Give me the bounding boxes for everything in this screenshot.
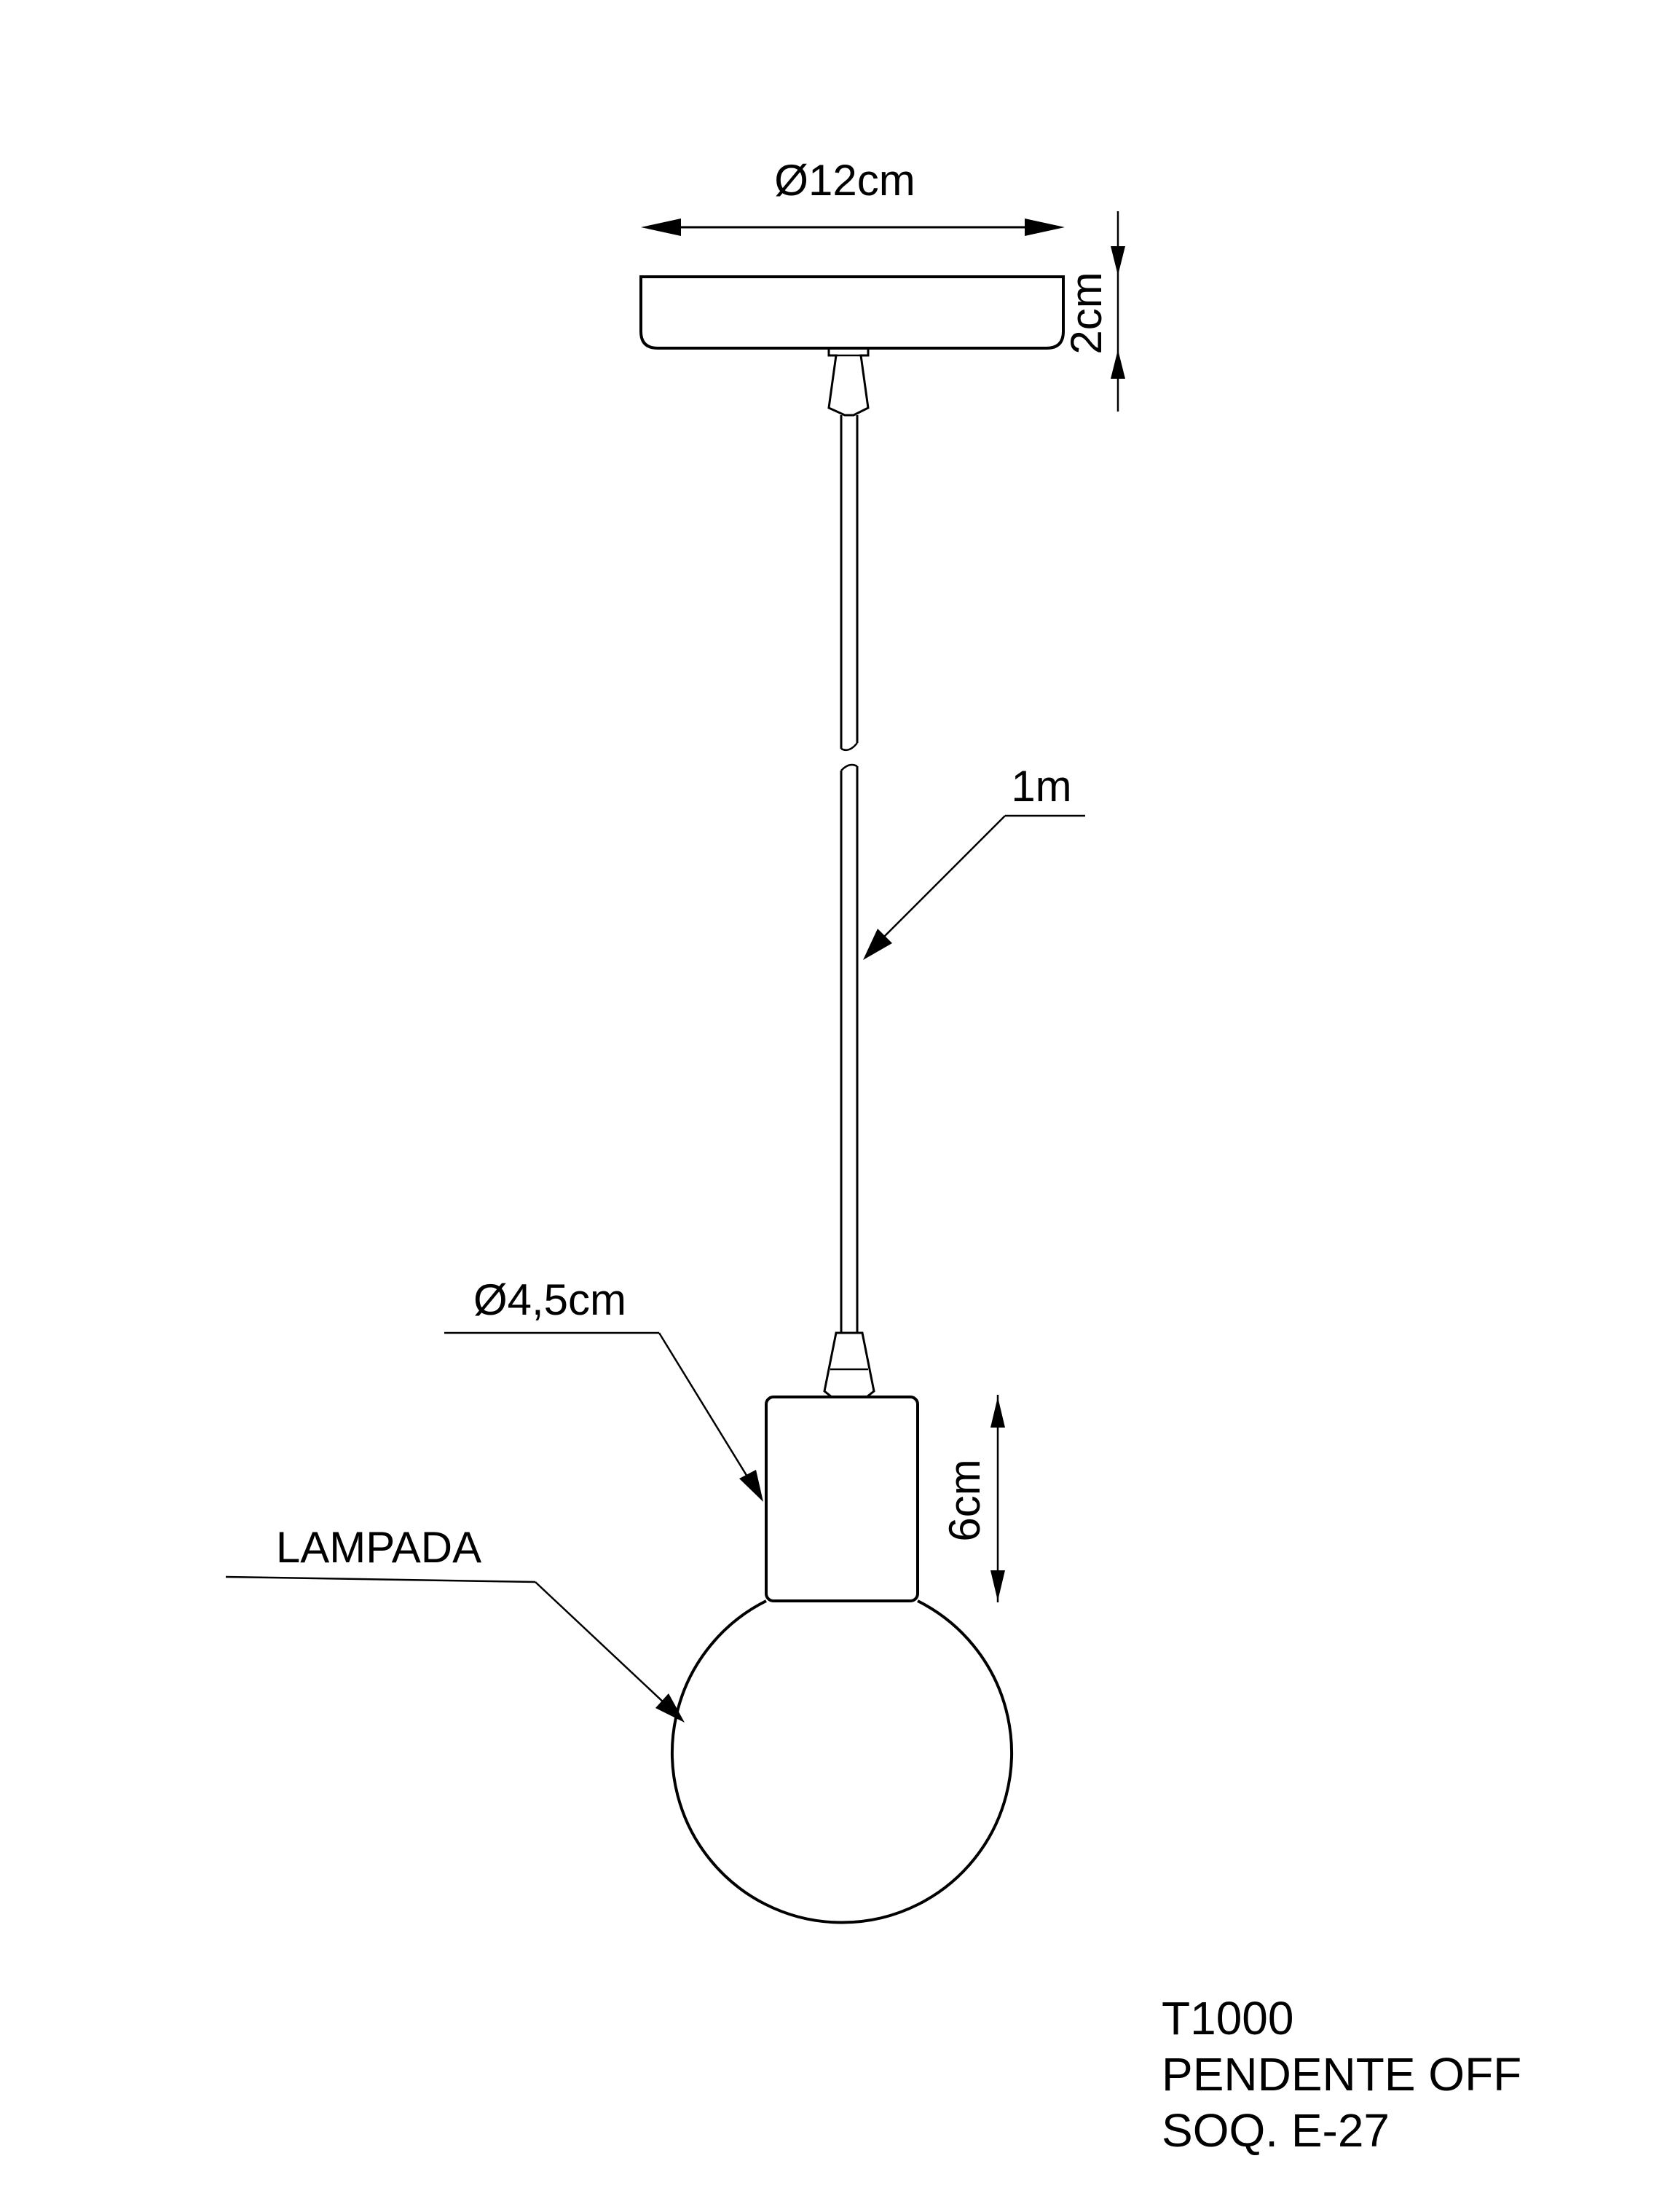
canopy-height-label: 2cm (1062, 272, 1111, 354)
socket-type: SOQ. E-27 (1162, 2104, 1390, 2157)
socket-diameter-leader: Ø4,5cm (444, 1275, 763, 1502)
product-code: T1000 (1162, 1992, 1293, 2044)
canopy-diameter-label: Ø12cm (774, 156, 915, 205)
canopy-width-dimension: Ø12cm (641, 156, 1065, 236)
product-name: PENDENTE OFF (1162, 2048, 1521, 2101)
socket-height-label: 6cm (940, 1459, 989, 1541)
cable-upper (840, 415, 859, 751)
cable-length-label: 1m (1011, 762, 1071, 811)
canopy-height-dimension: 2cm (1062, 211, 1125, 412)
bottom-cable-grip (823, 1331, 875, 1398)
top-cable-grip (827, 347, 870, 417)
ceiling-canopy (639, 275, 1065, 350)
bulb-leader: LAMPADA (225, 1523, 685, 1723)
bulb-label: LAMPADA (276, 1523, 481, 1572)
socket-diameter-label: Ø4,5cm (473, 1275, 626, 1324)
cable-length-leader: 1m (863, 762, 1085, 960)
title-block: T1000 PENDENTE OFF SOQ. E-27 (1162, 1992, 1521, 2157)
socket-height-dimension: 6cm (940, 1395, 1005, 1602)
lamp-socket (765, 1396, 919, 1602)
light-bulb (671, 1599, 1013, 1924)
cable-lower (840, 766, 859, 1333)
cable-break (840, 763, 858, 771)
